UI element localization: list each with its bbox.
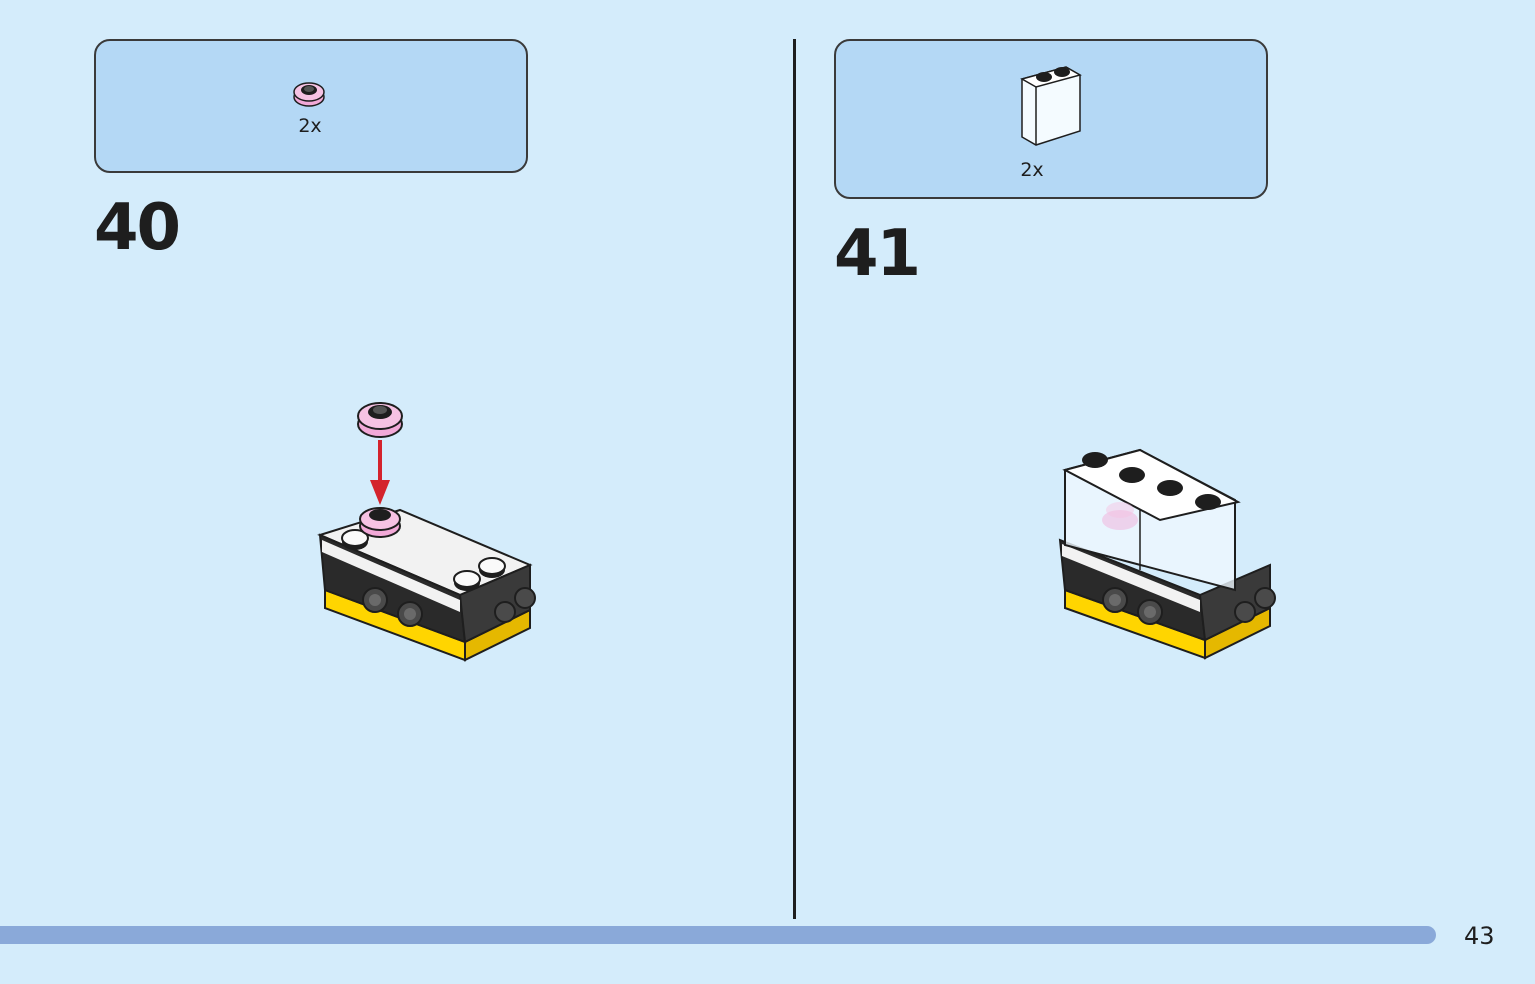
- pink-flower-plate-icon: [293, 82, 325, 107]
- step-40-illustration: [317, 402, 536, 662]
- page-divider: [793, 39, 796, 919]
- part-quantity: 2x: [1020, 159, 1044, 181]
- step-number: 40: [94, 191, 181, 265]
- step-41-illustration: [1058, 448, 1276, 660]
- parts-callout-step-41: 2x: [834, 39, 1268, 199]
- pink-flower-plate-icon: [357, 402, 403, 438]
- step-number: 41: [834, 217, 921, 291]
- page-number: 43: [1464, 922, 1495, 950]
- parts-callout-step-40: 2x: [94, 39, 528, 173]
- progress-bar: [0, 926, 1436, 944]
- transparent-panel-icon: [1020, 66, 1082, 146]
- assembly-arrow-icon: [370, 440, 390, 505]
- part-quantity: 2x: [298, 115, 322, 137]
